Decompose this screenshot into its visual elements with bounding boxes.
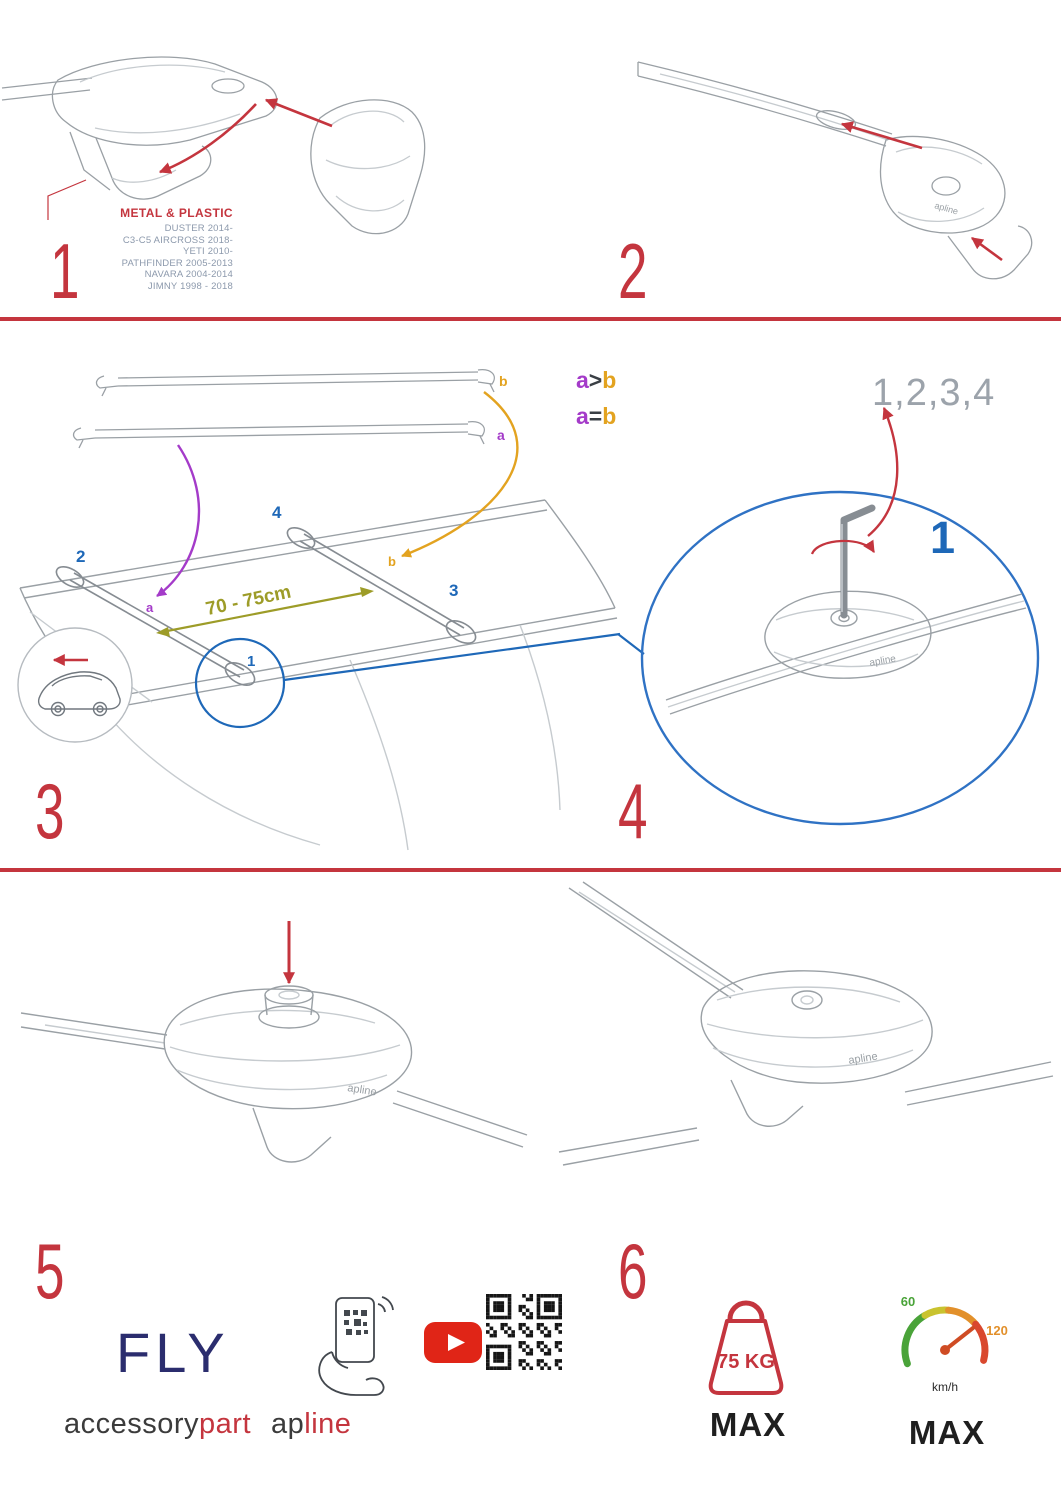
speed-high-label: 120 (986, 1323, 1008, 1338)
relation-a-eq-b: a=b (576, 403, 617, 429)
purple-guide-curve (156, 444, 201, 597)
step-5-number: 5 (35, 1227, 65, 1315)
step5-cover-cap-diagram: apline (20, 921, 528, 1163)
brand-ap: ap (271, 1408, 305, 1440)
magnified-circle (640, 490, 1040, 826)
step3-roof-layout-diagram: b a 70 - 75cm (17, 369, 621, 851)
sequence-highlight: 1 (930, 512, 956, 563)
step-2-number: 2 (618, 227, 648, 315)
rotation-arrow (810, 539, 875, 555)
speed-unit-label: km/h (932, 1380, 958, 1394)
scan-qr-phone-icon (318, 1296, 394, 1396)
slot-arrow (840, 121, 923, 150)
step4-tightening-detail-diagram: apline (617, 406, 1040, 826)
sequence-arrow (867, 406, 899, 537)
length-relations: a>b a=b (576, 362, 616, 434)
step1-arrows (158, 98, 333, 174)
speed-low-label: 60 (901, 1294, 915, 1309)
foot-with-knob-drawing (20, 985, 528, 1163)
step1-exploded-foot-diagram (1, 56, 426, 235)
pad-to-foot-arrow (264, 98, 333, 128)
speed-max-label: MAX (908, 1414, 986, 1451)
section-divider-bottom (0, 868, 1061, 872)
step-6-number: 6 (618, 1227, 648, 1315)
section-divider-top (0, 317, 1061, 321)
rubber-pad-drawing (310, 99, 426, 235)
brand-part: part (199, 1408, 252, 1440)
weight-value: 75 KG (717, 1351, 775, 1373)
qr-code-icon (486, 1294, 562, 1370)
speedometer-needle (943, 1326, 975, 1352)
max-speed-icon: 60 120 km/h (901, 1294, 1008, 1394)
brand-line: line (304, 1408, 352, 1440)
step-4-number: 4 (618, 767, 648, 855)
max-weight-icon: 75 KG (708, 1300, 784, 1395)
foot-edge-arrow (158, 103, 257, 174)
magnifier-circle (194, 637, 286, 729)
tightening-sequence: 1,2,3,4 (872, 372, 996, 414)
roof-b-label: b (388, 554, 396, 569)
pointer-line-continuation (617, 633, 645, 655)
brand-apline-small: apline (933, 200, 959, 216)
youtube-icon (424, 1322, 482, 1363)
foot-detail-drawing (665, 590, 1027, 715)
phone-qr-dots (344, 1310, 368, 1335)
model-line: JIMNY 1998 - 2018 (147, 280, 233, 292)
orange-guide-curve (401, 391, 519, 558)
roof-a-label: a (146, 600, 154, 615)
product-name: FLY (116, 1321, 230, 1384)
foot-assembly-drawing (1, 56, 278, 200)
brand-apline-small: apline (869, 653, 898, 669)
brand-accessory: accessory (64, 1408, 200, 1440)
distance-arrow: 70 - 75cm (156, 582, 374, 637)
step2-bar-end-diagram: apline (637, 61, 1033, 280)
model-line: DUSTER 2014- (164, 223, 233, 234)
step6-finished-foot-diagram: apline (558, 881, 1054, 1166)
model-line: PATHFINDER 2005-2013 (121, 257, 233, 269)
step-1-number: 1 (50, 227, 80, 315)
mounted-crossbars-drawing (55, 526, 477, 686)
model-line: C3-C5 AIRCROSS 2018- (122, 234, 233, 246)
installed-foot-drawing (558, 881, 1054, 1166)
car-direction-inset (17, 627, 133, 743)
model-line: YETI 2010- (182, 246, 233, 257)
weight-max-label: MAX (709, 1406, 787, 1443)
brand-apline-small: apline (347, 1082, 378, 1098)
loose-bars-drawing (72, 369, 495, 449)
bar-b-label: b (499, 373, 508, 389)
model-line: NAVARA 2004-2014 (144, 269, 233, 280)
position-3-label: 3 (449, 581, 458, 600)
leader-line (47, 179, 87, 220)
material-label: METAL & PLASTIC (120, 206, 233, 220)
step-3-number: 3 (35, 767, 65, 855)
crossbar-drawing (637, 61, 1033, 280)
vehicle-compatibility: METAL & PLASTIC DUSTER 2014- C3-C5 AIRCR… (0, 206, 233, 292)
step2-arrows (840, 121, 1003, 262)
relation-a-gt-b: a>b (576, 367, 617, 393)
allen-key (840, 504, 876, 619)
position-1-label: 1 (247, 653, 255, 670)
position-2-label: 2 (76, 547, 85, 566)
brand-apline-small: apline (848, 1051, 879, 1067)
bar-a-label: a (497, 427, 505, 443)
position-4-label: 4 (272, 503, 282, 522)
cap-arrow (971, 236, 1003, 262)
magnifier-pointer-line (283, 632, 621, 682)
